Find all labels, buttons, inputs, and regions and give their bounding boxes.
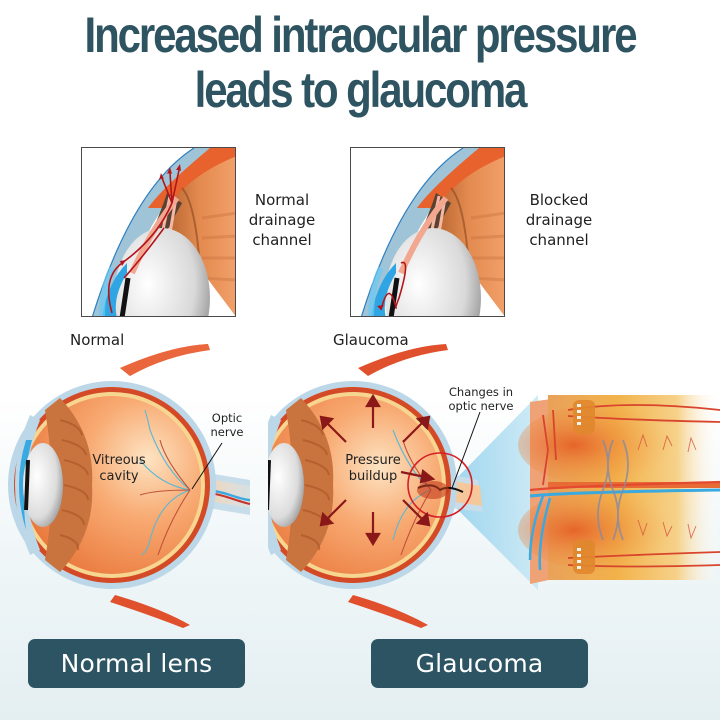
page-title: Increased intraocular pressure leads to … bbox=[58, 8, 663, 118]
caption-line: channel bbox=[529, 231, 589, 249]
label-line: cavity bbox=[99, 469, 139, 484]
pressure-buildup-label: Pressure buildup bbox=[335, 453, 411, 485]
label-line: buildup bbox=[348, 469, 398, 484]
label-line: nerve bbox=[210, 425, 244, 439]
blocked-drainage-inset bbox=[350, 147, 505, 317]
label-line: Optic bbox=[211, 411, 243, 425]
title-line-2: leads to glaucoma bbox=[194, 62, 528, 118]
drainage-angle-illustration-blocked bbox=[351, 148, 504, 316]
label-line: optic nerve bbox=[448, 399, 514, 413]
normal-lens-button[interactable]: Normal lens bbox=[28, 639, 245, 688]
normal-drainage-inset bbox=[81, 147, 236, 317]
label-line: Changes in bbox=[448, 385, 514, 399]
glaucoma-eye-heading: Glaucoma bbox=[333, 331, 409, 349]
label-line: Pressure bbox=[345, 453, 401, 468]
title-line-1: Increased intraocular pressure bbox=[84, 7, 638, 63]
label-line: Vitreous bbox=[92, 453, 146, 468]
vitreous-cavity-label: Vitreous cavity bbox=[84, 453, 154, 485]
caption-line: Normal bbox=[254, 191, 310, 209]
blocked-drainage-caption: Blocked drainage channel bbox=[512, 190, 606, 250]
glaucoma-eye-illustration bbox=[268, 344, 720, 628]
caption-line: drainage bbox=[525, 211, 593, 229]
caption-line: Blocked bbox=[529, 191, 589, 209]
drainage-angle-illustration-normal bbox=[82, 148, 235, 316]
normal-eye-heading: Normal bbox=[70, 331, 125, 349]
normal-eye-illustration bbox=[8, 344, 251, 628]
damage-highlight-circle bbox=[407, 452, 473, 518]
optic-nerve-label: Optic nerve bbox=[204, 411, 250, 439]
normal-drainage-caption: Normal drainage channel bbox=[240, 190, 324, 250]
optic-nerve-changes-label: Changes in optic nerve bbox=[440, 385, 522, 413]
pressure-arrows bbox=[319, 393, 436, 547]
caption-line: drainage bbox=[248, 211, 316, 229]
optic-nerve-cross-section bbox=[518, 395, 720, 584]
caption-line: channel bbox=[252, 231, 312, 249]
glaucoma-button[interactable]: Glaucoma bbox=[371, 639, 588, 688]
blocked-flow-arrow bbox=[380, 261, 407, 311]
